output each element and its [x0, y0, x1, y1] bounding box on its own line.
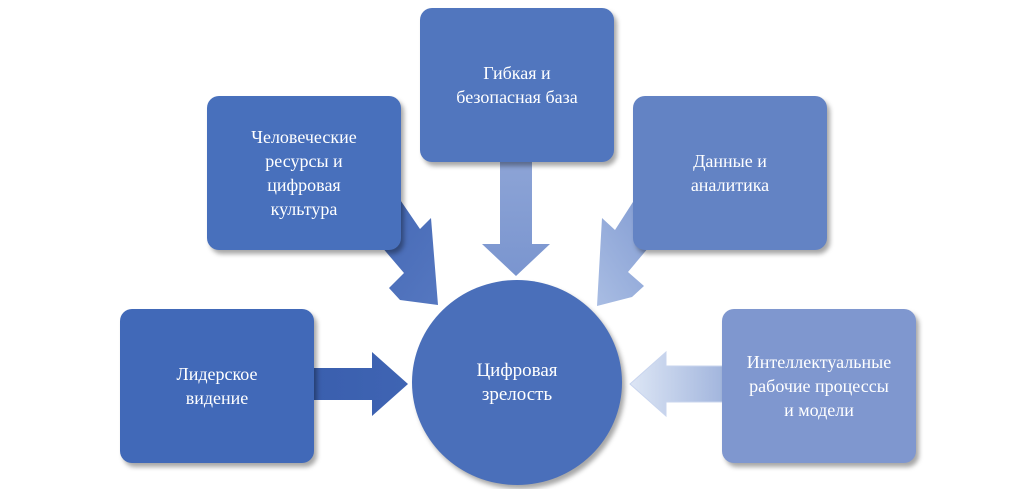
node-data-analytics: Данные и аналитика: [633, 96, 827, 250]
node-human-resources-label: Человеческие ресурсы и цифровая культура: [251, 127, 357, 219]
node-human-resources: Человеческие ресурсы и цифровая культура: [207, 96, 401, 250]
node-processes-label: Интеллектуальные рабочие процессы и моде…: [746, 352, 892, 420]
arrow-leadership: [312, 352, 408, 416]
node-processes: Интеллектуальные рабочие процессы и моде…: [722, 309, 916, 463]
node-leadership: Лидерское видение: [120, 309, 314, 463]
node-data-analytics-label: Данные и аналитика: [690, 151, 770, 195]
node-flexible-base: Гибкая и безопасная база: [420, 8, 614, 162]
node-leadership-label: Лидерское видение: [176, 364, 258, 408]
arrow-base: [482, 160, 550, 276]
node-flexible-base-label: Гибкая и безопасная база: [456, 63, 578, 107]
arrow-processes: [629, 350, 729, 418]
node-center-digital-maturity: Цифровая зрелость: [412, 280, 622, 485]
node-center-label: Цифровая зрелость: [476, 359, 558, 405]
